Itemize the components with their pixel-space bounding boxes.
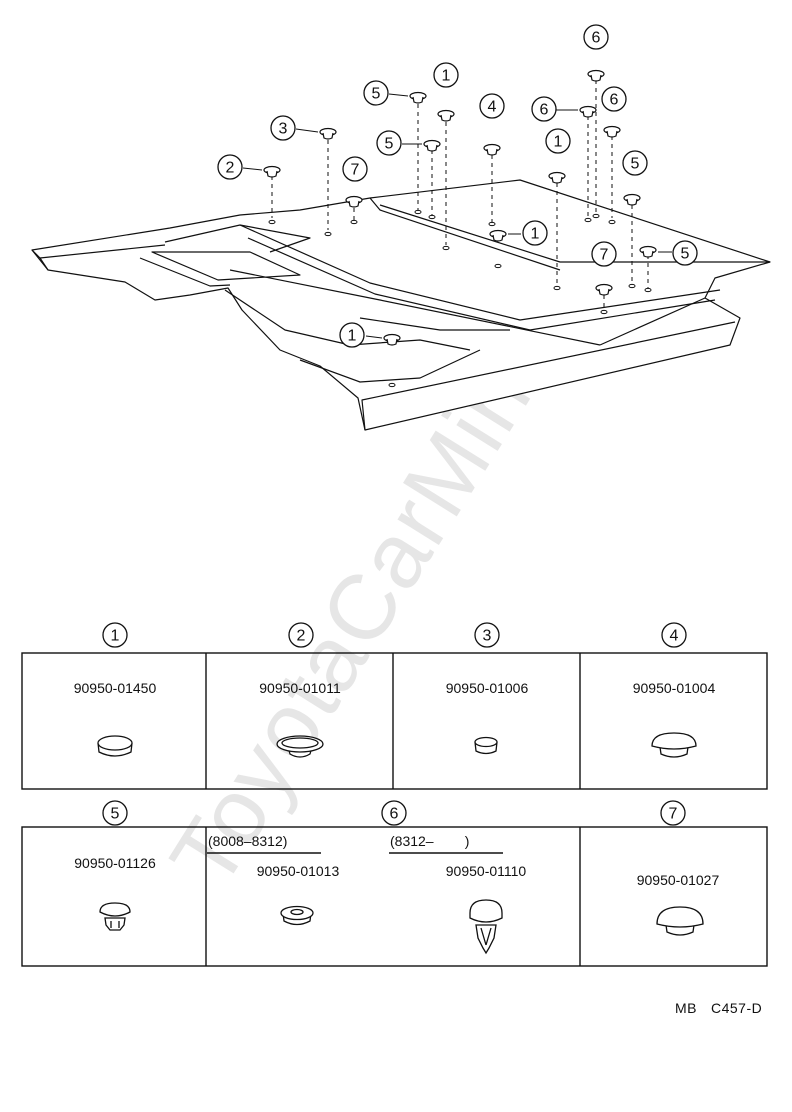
callout-5: 5 [372,86,381,103]
callout-2: 2 [226,160,235,177]
hole-plug-7-drawing [656,906,704,936]
part-number-3: 90950-01006 [446,680,529,696]
diagram-code-number: C457-D [711,1000,763,1016]
diagram-code: MB C457-D [675,1000,776,1016]
part-number-4: 90950-01004 [633,680,716,696]
table-item-2-number: 2 [297,628,306,645]
table-item-5-number: 5 [111,806,120,823]
callout-connectors [242,93,672,339]
table-item-1-number: 1 [111,628,120,645]
part-number-6a: 90950-01013 [257,863,340,879]
diagram-code-prefix: MB [675,1000,697,1016]
table-item-3-number: 3 [483,628,492,645]
part-number-5: 90950-01126 [74,855,156,871]
mounting-holes [268,209,652,388]
part-number-2: 90950-01011 [259,680,341,696]
table-item-7-number: 7 [669,806,678,823]
callout-1: 1 [531,226,540,243]
variant-b-range: (8312– ) [390,833,469,849]
hole-plug-2-drawing [276,735,324,758]
callout-circles [217,24,698,348]
callout-1: 1 [554,134,563,151]
clip-6b-drawing [469,899,503,955]
callout-6: 6 [540,102,549,119]
floor-pan-drawing [31,179,771,431]
part-number-1: 90950-01450 [74,680,157,696]
callout-7: 7 [600,247,609,264]
leader-lines [271,80,649,310]
hole-plug-1-drawing [97,735,133,757]
callout-6: 6 [610,92,619,109]
callout-1: 1 [442,68,451,85]
hole-plug-3-drawing [474,736,498,755]
callout-1: 1 [348,328,357,345]
callout-5: 5 [681,246,690,263]
callout-7: 7 [351,162,360,179]
grommet-6a-drawing [280,905,314,926]
table-item-6-number: 6 [390,806,399,823]
floor-outline [31,179,771,431]
callout-3: 3 [279,121,288,138]
part-number-6b: 90950-01110 [446,863,527,879]
table-item-4-number: 4 [670,628,679,645]
callout-5: 5 [631,156,640,173]
callout-5: 5 [385,136,394,153]
parts-table: 1 2 3 4 90950-01450 90950-01011 90950-01… [21,622,768,967]
callout-6: 6 [592,30,601,47]
callout-4: 4 [488,99,497,116]
variant-a-range: (8008–8312) [208,833,287,849]
part-number-7: 90950-01027 [637,872,720,888]
clip-5-drawing [99,902,131,931]
hole-plug-4-drawing [651,732,697,758]
